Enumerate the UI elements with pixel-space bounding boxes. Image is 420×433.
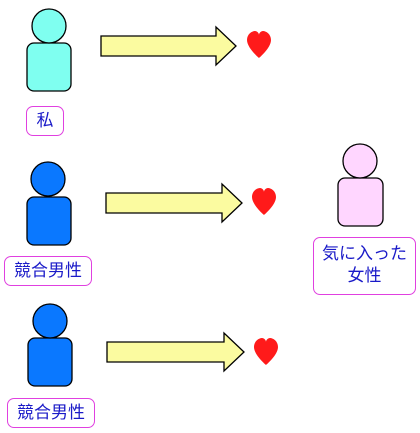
heart-icon-me <box>247 31 271 58</box>
arrow-me <box>100 25 237 67</box>
heart-icon-rival-2 <box>254 338 278 365</box>
label-target-line-1: 気に入った <box>322 244 407 264</box>
arrow-rival-1 <box>105 182 243 224</box>
label-rival-2: 競合男性 <box>7 398 95 428</box>
label-target-line-2: 女性 <box>347 266 382 286</box>
person-icon-target <box>337 143 384 227</box>
person-icon-rival-2 <box>27 303 73 387</box>
heart-icon-rival-1 <box>252 188 276 215</box>
label-me: 私 <box>26 106 64 136</box>
arrow-rival-2 <box>106 331 245 373</box>
person-icon-rival-1 <box>26 161 72 246</box>
person-icon-me <box>26 8 72 92</box>
label-rival-1: 競合男性 <box>4 256 92 286</box>
label-target: 気に入った 女性 <box>313 237 416 295</box>
